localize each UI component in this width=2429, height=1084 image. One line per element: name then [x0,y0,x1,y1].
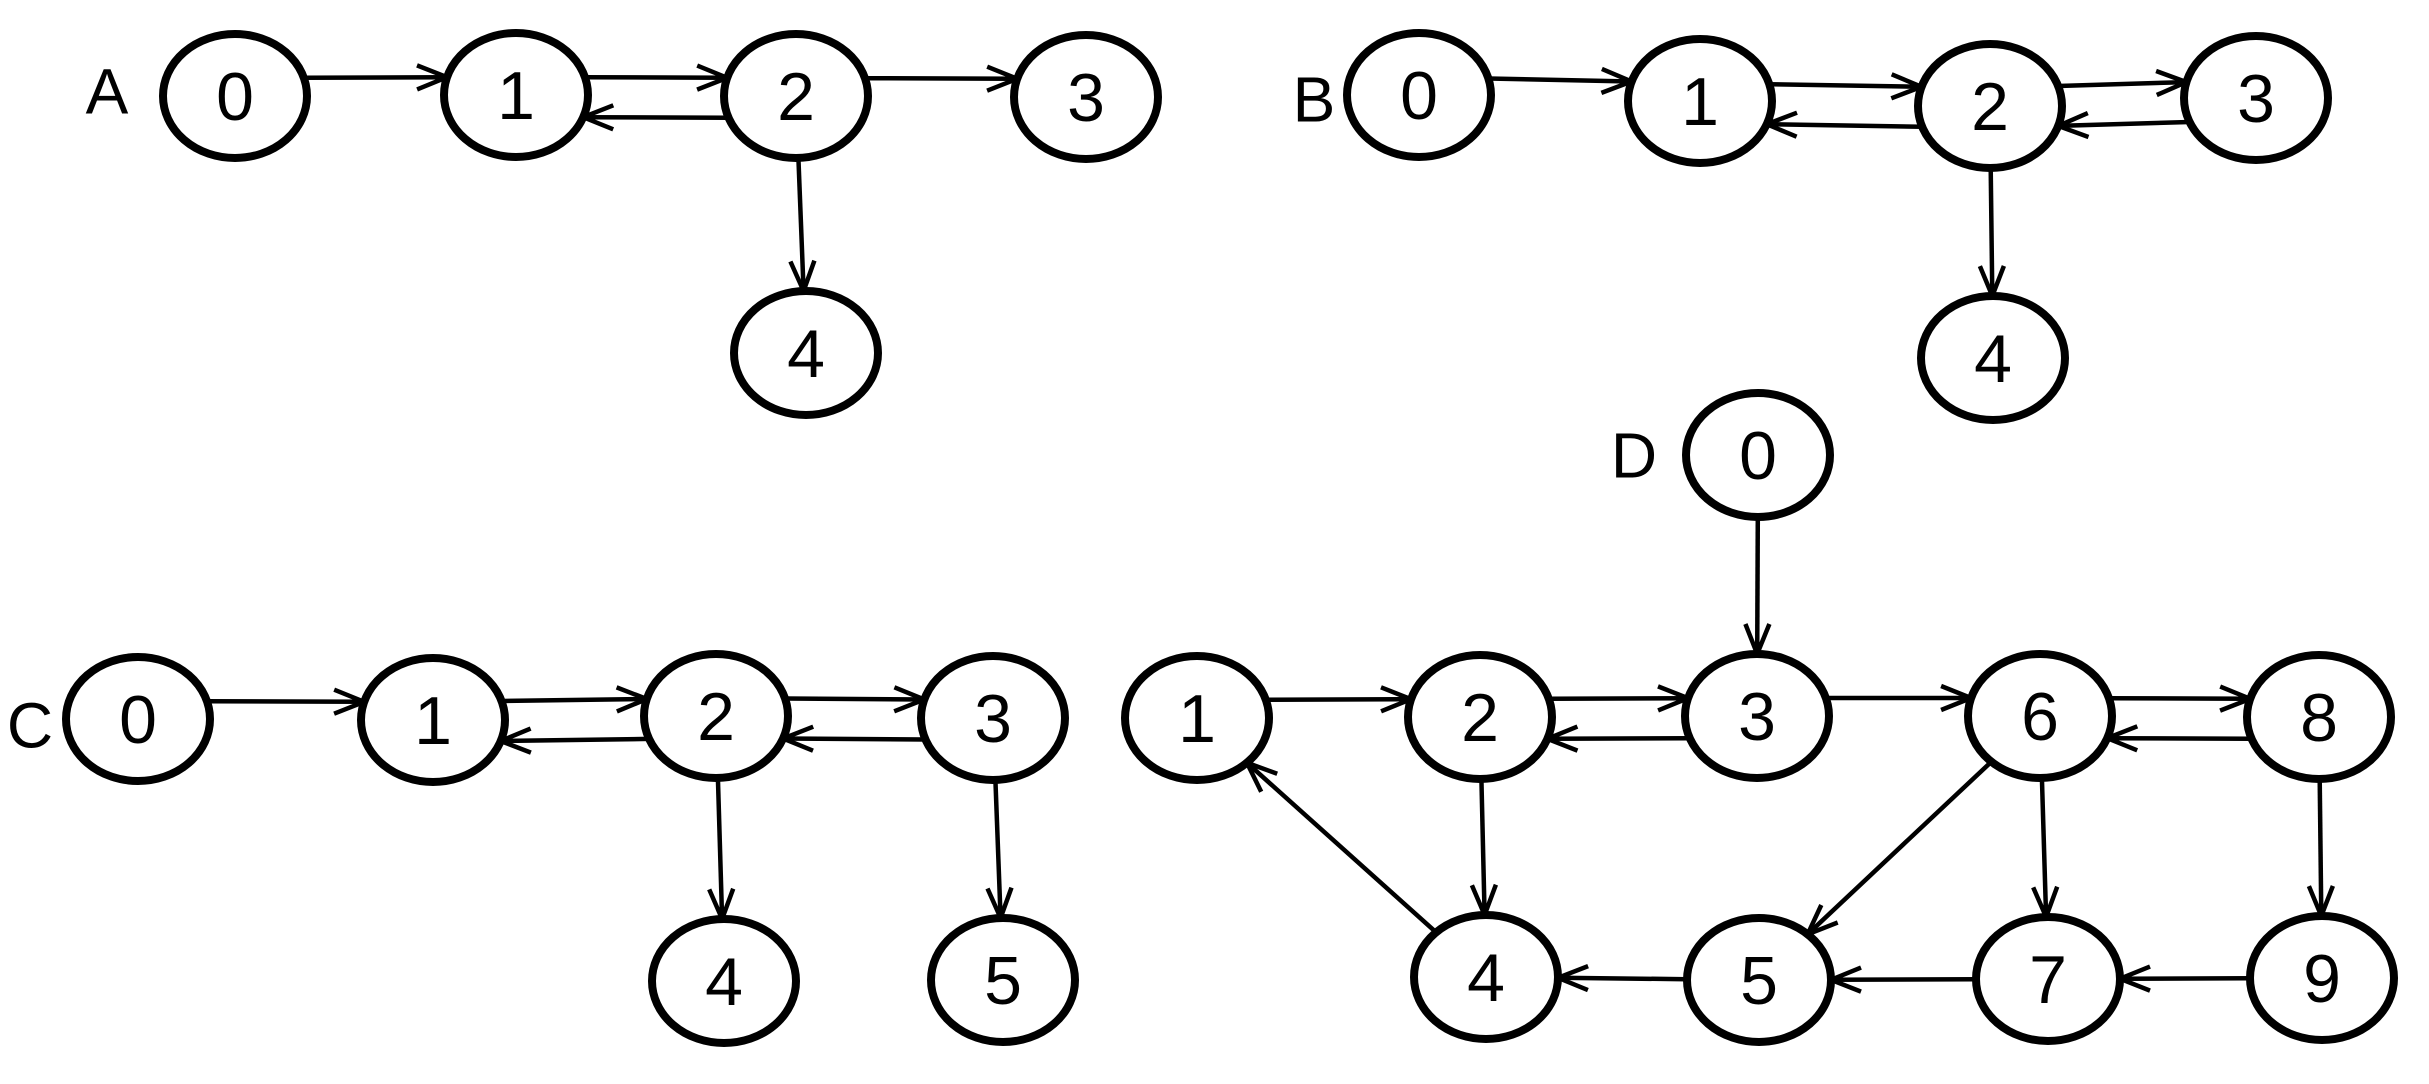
node-label-D-8: 8 [2300,680,2338,756]
graph-A: 0 1 2 3 4 A [86,29,1162,419]
edge-B-1-2 [1769,81,1922,90]
node-label-D-4: 4 [1467,940,1505,1016]
node-label-C-1: 1 [414,683,452,759]
edge-B-2-1 [1766,121,1923,130]
edge-D-8-9 [2317,778,2324,917]
node-A-2 [720,30,872,162]
edge-D-0-3 [1754,516,1761,655]
edge-D-3-2 [1547,735,1690,742]
edge-A-2-1 [583,114,729,121]
node-label-B-3: 3 [2237,61,2275,137]
node-C-0 [62,653,214,785]
node-B-0 [1343,29,1495,161]
edge-C-3-5 [993,779,1003,919]
node-label-D-3: 3 [1738,679,1776,755]
edge-A-0-1 [303,74,448,81]
node-label-D-9: 9 [2303,941,2341,1017]
node-label-B-2: 2 [1971,69,2009,145]
node-B-3 [2180,32,2332,164]
node-D-7 [1972,913,2124,1045]
node-label-A-2: 2 [777,59,815,135]
edge-C-2-3 [785,696,925,702]
edge-D-6-5 [1806,760,1993,936]
node-label-D-6: 6 [2021,679,2059,755]
node-label-D-5: 5 [1740,943,1778,1019]
node-B-2 [1914,40,2066,172]
node-label-A-3: 3 [1067,60,1105,136]
graph-B: 0 1 2 3 4 B [1293,29,2332,424]
node-A-3 [1010,31,1162,163]
edge-B-3-2 [2058,119,2190,129]
edge-D-1-2 [1265,696,1412,703]
graph-C: 0 1 2 3 4 5 C [7,650,1079,1047]
edge-D-2-3 [1548,695,1689,702]
node-C-2 [640,650,792,782]
edge-D-8-6 [2107,735,2252,742]
graph-label-B: B [1293,63,1336,135]
node-label-C-4: 4 [705,944,743,1020]
node-label-B-0: 0 [1400,58,1438,134]
edge-D-6-7 [2039,777,2049,918]
node-label-D-0: 0 [1739,418,1777,494]
node-label-C-3: 3 [974,681,1012,757]
node-C-4 [648,915,800,1047]
edge-D-7-5 [1830,976,1977,983]
edge-D-5-4 [1557,975,1688,982]
node-D-2 [1404,651,1556,783]
edge-C-3-2 [783,736,926,742]
node-label-C-2: 2 [697,679,735,755]
node-label-C-5: 5 [984,943,1022,1019]
node-D-1 [1121,652,1273,784]
node-B-4 [1917,292,2069,424]
edge-C-2-4 [715,777,725,920]
graph-label-D: D [1611,419,1657,491]
node-D-9 [2246,912,2398,1044]
edge-A-1-2 [584,74,728,81]
graph-D: 0 1 2 3 6 8 4 5 7 9 D [1121,389,2398,1046]
graph-label-C: C [7,689,53,761]
node-D-6 [1964,650,2116,782]
node-A-1 [440,29,592,161]
edge-B-0-1 [1488,76,1632,84]
edge-C-0-1 [206,698,365,705]
node-label-C-0: 0 [119,682,157,758]
node-C-5 [927,914,1079,1046]
node-C-3 [917,652,1069,784]
node-label-D-1: 1 [1178,681,1216,757]
edge-D-2-4 [1479,778,1487,916]
node-D-5 [1683,914,1835,1046]
edge-A-2-3 [864,75,1018,82]
edge-D-6-8 [2108,695,2251,702]
node-label-B-1: 1 [1681,64,1719,140]
node-A-4 [730,287,882,419]
node-C-1 [357,654,509,786]
node-D-0 [1682,389,1834,521]
node-label-D-7: 7 [2029,942,2067,1018]
node-label-D-2: 2 [1461,680,1499,756]
node-label-A-4: 4 [787,316,825,392]
edge-B-2-3 [2058,79,2187,89]
edge-B-2-4 [1988,167,1995,297]
node-label-A-1: 1 [497,58,535,134]
node-B-1 [1624,35,1776,167]
node-label-A-0: 0 [216,59,254,135]
edge-C-1-2 [501,696,647,704]
graph-label-A: A [86,55,129,127]
edge-A-2-4 [796,157,806,292]
node-label-B-4: 4 [1974,321,2012,397]
node-D-4 [1410,911,1562,1043]
edge-C-2-1 [500,736,650,744]
node-A-0 [159,30,311,162]
edge-D-4-1 [1245,761,1438,934]
node-D-8 [2243,651,2395,783]
node-D-3 [1681,650,1833,782]
